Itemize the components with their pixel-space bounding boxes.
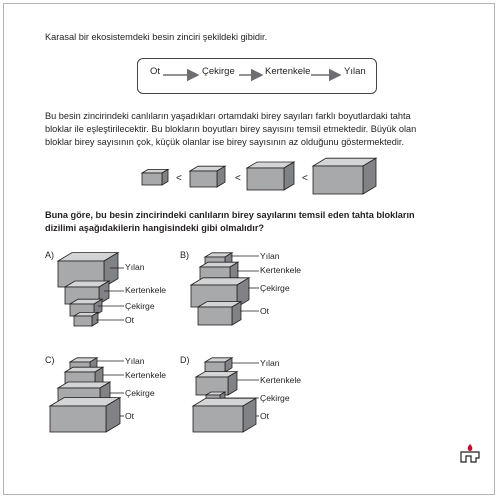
less-than-2: < bbox=[235, 173, 241, 184]
option-d-block-kertenkele bbox=[194, 370, 239, 396]
option-d-label-yilan: Yılan bbox=[260, 358, 280, 368]
option-a-letter: A) bbox=[45, 250, 54, 260]
option-b-label-cekirge: Çekirge bbox=[260, 283, 290, 293]
option-b-letter: B) bbox=[180, 250, 189, 260]
option-c-label-cekirge: Çekirge bbox=[125, 388, 155, 398]
option-a-label-kertenkele: Kertenkele bbox=[125, 285, 167, 295]
option-a-label-yilan: Yılan bbox=[125, 262, 145, 272]
option-c-letter: C) bbox=[45, 355, 55, 365]
size-block-2 bbox=[188, 165, 227, 188]
intro-text: Karasal bir ekosistemdeki besin zinciri … bbox=[45, 32, 268, 42]
option-c-label-yilan: Yılan bbox=[125, 356, 145, 366]
option-b-label-yilan: Yılan bbox=[260, 251, 280, 261]
option-d-label-ot: Ot bbox=[260, 411, 270, 421]
less-than-3: < bbox=[302, 173, 308, 184]
option-d-label-cekirge: Çekirge bbox=[260, 393, 290, 403]
option-c-label-ot: Ot bbox=[125, 411, 135, 421]
less-than-1: < bbox=[176, 173, 182, 184]
option-a-block-cekirge bbox=[68, 298, 104, 317]
option-block-stacks bbox=[48, 251, 258, 433]
option-b-block-ot bbox=[196, 300, 243, 326]
chain-item-cekirge: Çekirge bbox=[202, 66, 235, 77]
option-c-block-ot bbox=[48, 396, 122, 433]
option-d-label-kertenkele: Kertenkele bbox=[260, 375, 302, 385]
page-frame bbox=[3, 3, 495, 495]
paragraph-line-3: bloklar birey sayısının çok, küçük olanl… bbox=[45, 137, 405, 147]
paragraph-line-1: Bu besin zincirindeki canlıların yaşadık… bbox=[45, 111, 411, 121]
food-chain-box bbox=[137, 58, 377, 94]
option-a-label-cekirge: Çekirge bbox=[125, 301, 155, 311]
option-b-label-kertenkele: Kertenkele bbox=[260, 265, 302, 275]
option-c-label-kertenkele: Kertenkele bbox=[125, 370, 167, 380]
publisher-logo bbox=[460, 444, 480, 463]
option-d-letter: D) bbox=[180, 355, 190, 365]
size-block-1 bbox=[140, 168, 170, 186]
option-d-block-yilan bbox=[203, 357, 234, 373]
chain-item-ot: Ot bbox=[150, 66, 161, 77]
question-line-1: Buna göre, bu besin zincirindeki canlıla… bbox=[45, 210, 415, 220]
size-block-4 bbox=[311, 157, 378, 195]
option-d-block-ot bbox=[191, 397, 258, 433]
option-a-label-ot: Ot bbox=[125, 315, 135, 325]
option-b-label-ot: Ot bbox=[260, 306, 270, 316]
size-block-3 bbox=[245, 161, 296, 191]
chain-item-yilan: Yılan bbox=[344, 66, 366, 77]
chain-item-kertenkele: Kertenkele bbox=[265, 66, 311, 77]
question-line-2: dizilimi aşağıdakilerin hangisindeki gib… bbox=[45, 223, 265, 233]
paragraph-line-2: bloklar ile eşleştirilecektir. Bu blokla… bbox=[45, 124, 417, 134]
option-a-block-ot bbox=[72, 311, 100, 327]
size-scale-blocks bbox=[140, 157, 378, 195]
option-leader-lines bbox=[96, 255, 259, 417]
